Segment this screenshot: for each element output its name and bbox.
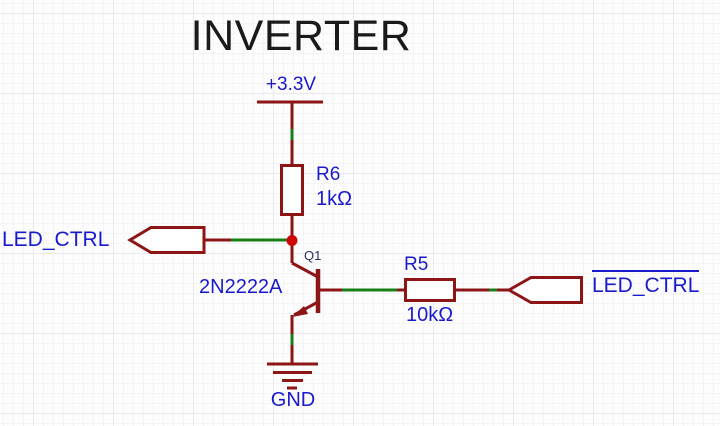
net-label-output-text: LED_CTRL [592,270,700,296]
resistor-r6[interactable] [280,164,304,247]
net-label-output[interactable]: LED_CTRL [592,270,700,296]
schematic-title[interactable]: INVERTER [190,12,412,60]
net-flag-input[interactable] [127,226,231,254]
r5-ref-label[interactable]: R5 [404,254,429,275]
net-label-input[interactable]: LED_CTRL [2,228,110,251]
r6-body [280,164,304,216]
q1-collector-diagonal [291,261,319,279]
r5-value-label[interactable]: 10kΩ [406,304,454,326]
q1-value-label[interactable]: 2N2222A [199,276,283,298]
r6-ref-label[interactable]: R6 [316,164,341,185]
r5-body [404,278,456,302]
input-flag-shape [127,226,206,254]
ground-symbol[interactable] [267,362,318,390]
output-flag-shape [505,276,583,304]
net-flag-output[interactable] [505,276,583,304]
junction-dot [286,235,298,246]
r6-value-label[interactable]: 1kΩ [316,188,353,210]
ground-net-label[interactable]: GND [270,389,316,411]
transistor-q1[interactable] [290,246,342,364]
resistor-r5[interactable] [404,278,490,302]
q1-emitter-arrow [292,306,308,317]
q1-ref-label[interactable]: Q1 [304,248,322,263]
power-net-label[interactable]: +3.3V [265,74,317,95]
power-symbol-3v3[interactable] [257,100,323,165]
